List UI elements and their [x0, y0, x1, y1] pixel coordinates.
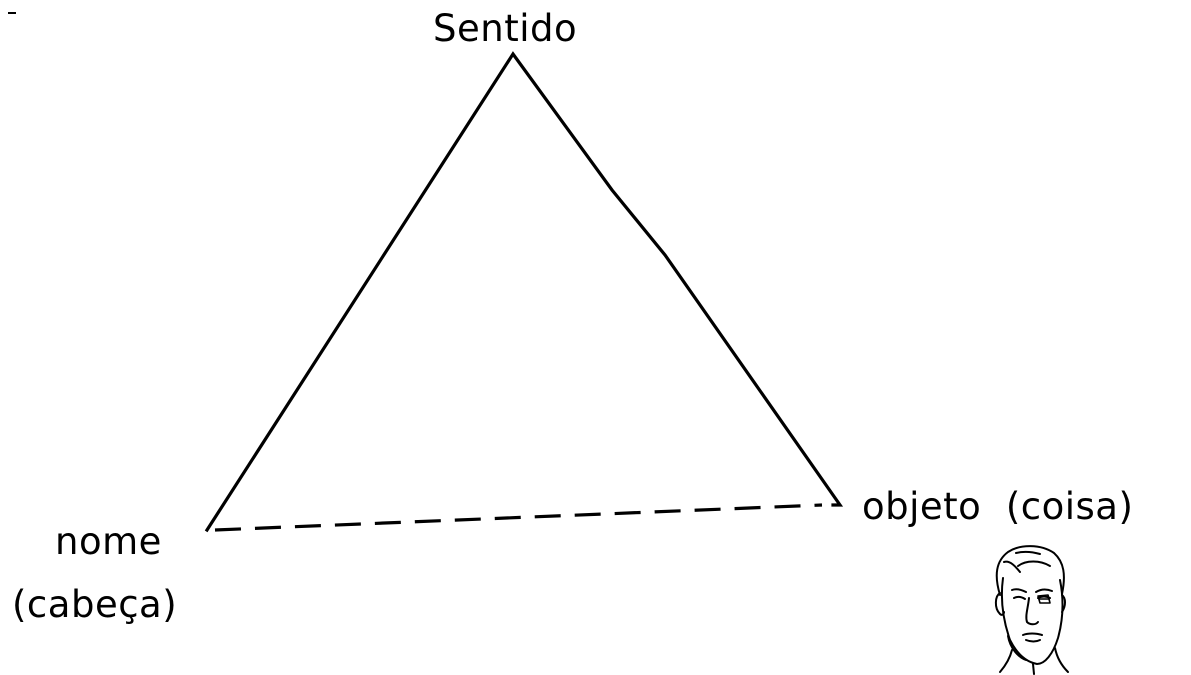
right-label-objeto: objeto (coisa) [862, 485, 1134, 528]
head-sketch-icon [994, 545, 1069, 675]
left-label-cabeca: (cabeça) [12, 583, 178, 626]
triangle-solid-edges [204, 51, 844, 533]
corner-mark [8, 12, 16, 14]
left-label-nome: nome [55, 520, 162, 563]
apex-label-sentido: Sentido [433, 7, 578, 50]
triangle-dashed-base [214, 503, 823, 532]
